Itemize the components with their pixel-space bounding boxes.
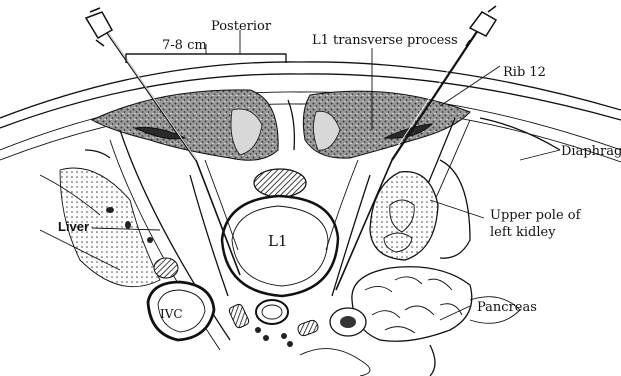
label-liver: Liver [58,219,89,234]
label-pancreas: Pancreas [477,300,537,315]
paraspinal-muscles [92,90,470,160]
pancreas [330,267,472,341]
label-transverse-process: L1 transverse process [312,33,458,48]
label-diaphragm: Diaphrag [561,144,621,159]
ivc [148,258,214,340]
label-ivc: IVC [160,307,183,321]
label-l1: L1 [268,232,288,250]
aorta [256,300,288,324]
label-distance: 7-8 cm [162,38,207,53]
leader-lines [92,48,560,320]
label-upper-pole-2: left kidley [490,225,556,240]
label-posterior: Posterior [211,19,272,34]
label-upper-pole-1: Upper pole of [490,208,582,223]
label-rib: Rib 12 [503,65,546,80]
